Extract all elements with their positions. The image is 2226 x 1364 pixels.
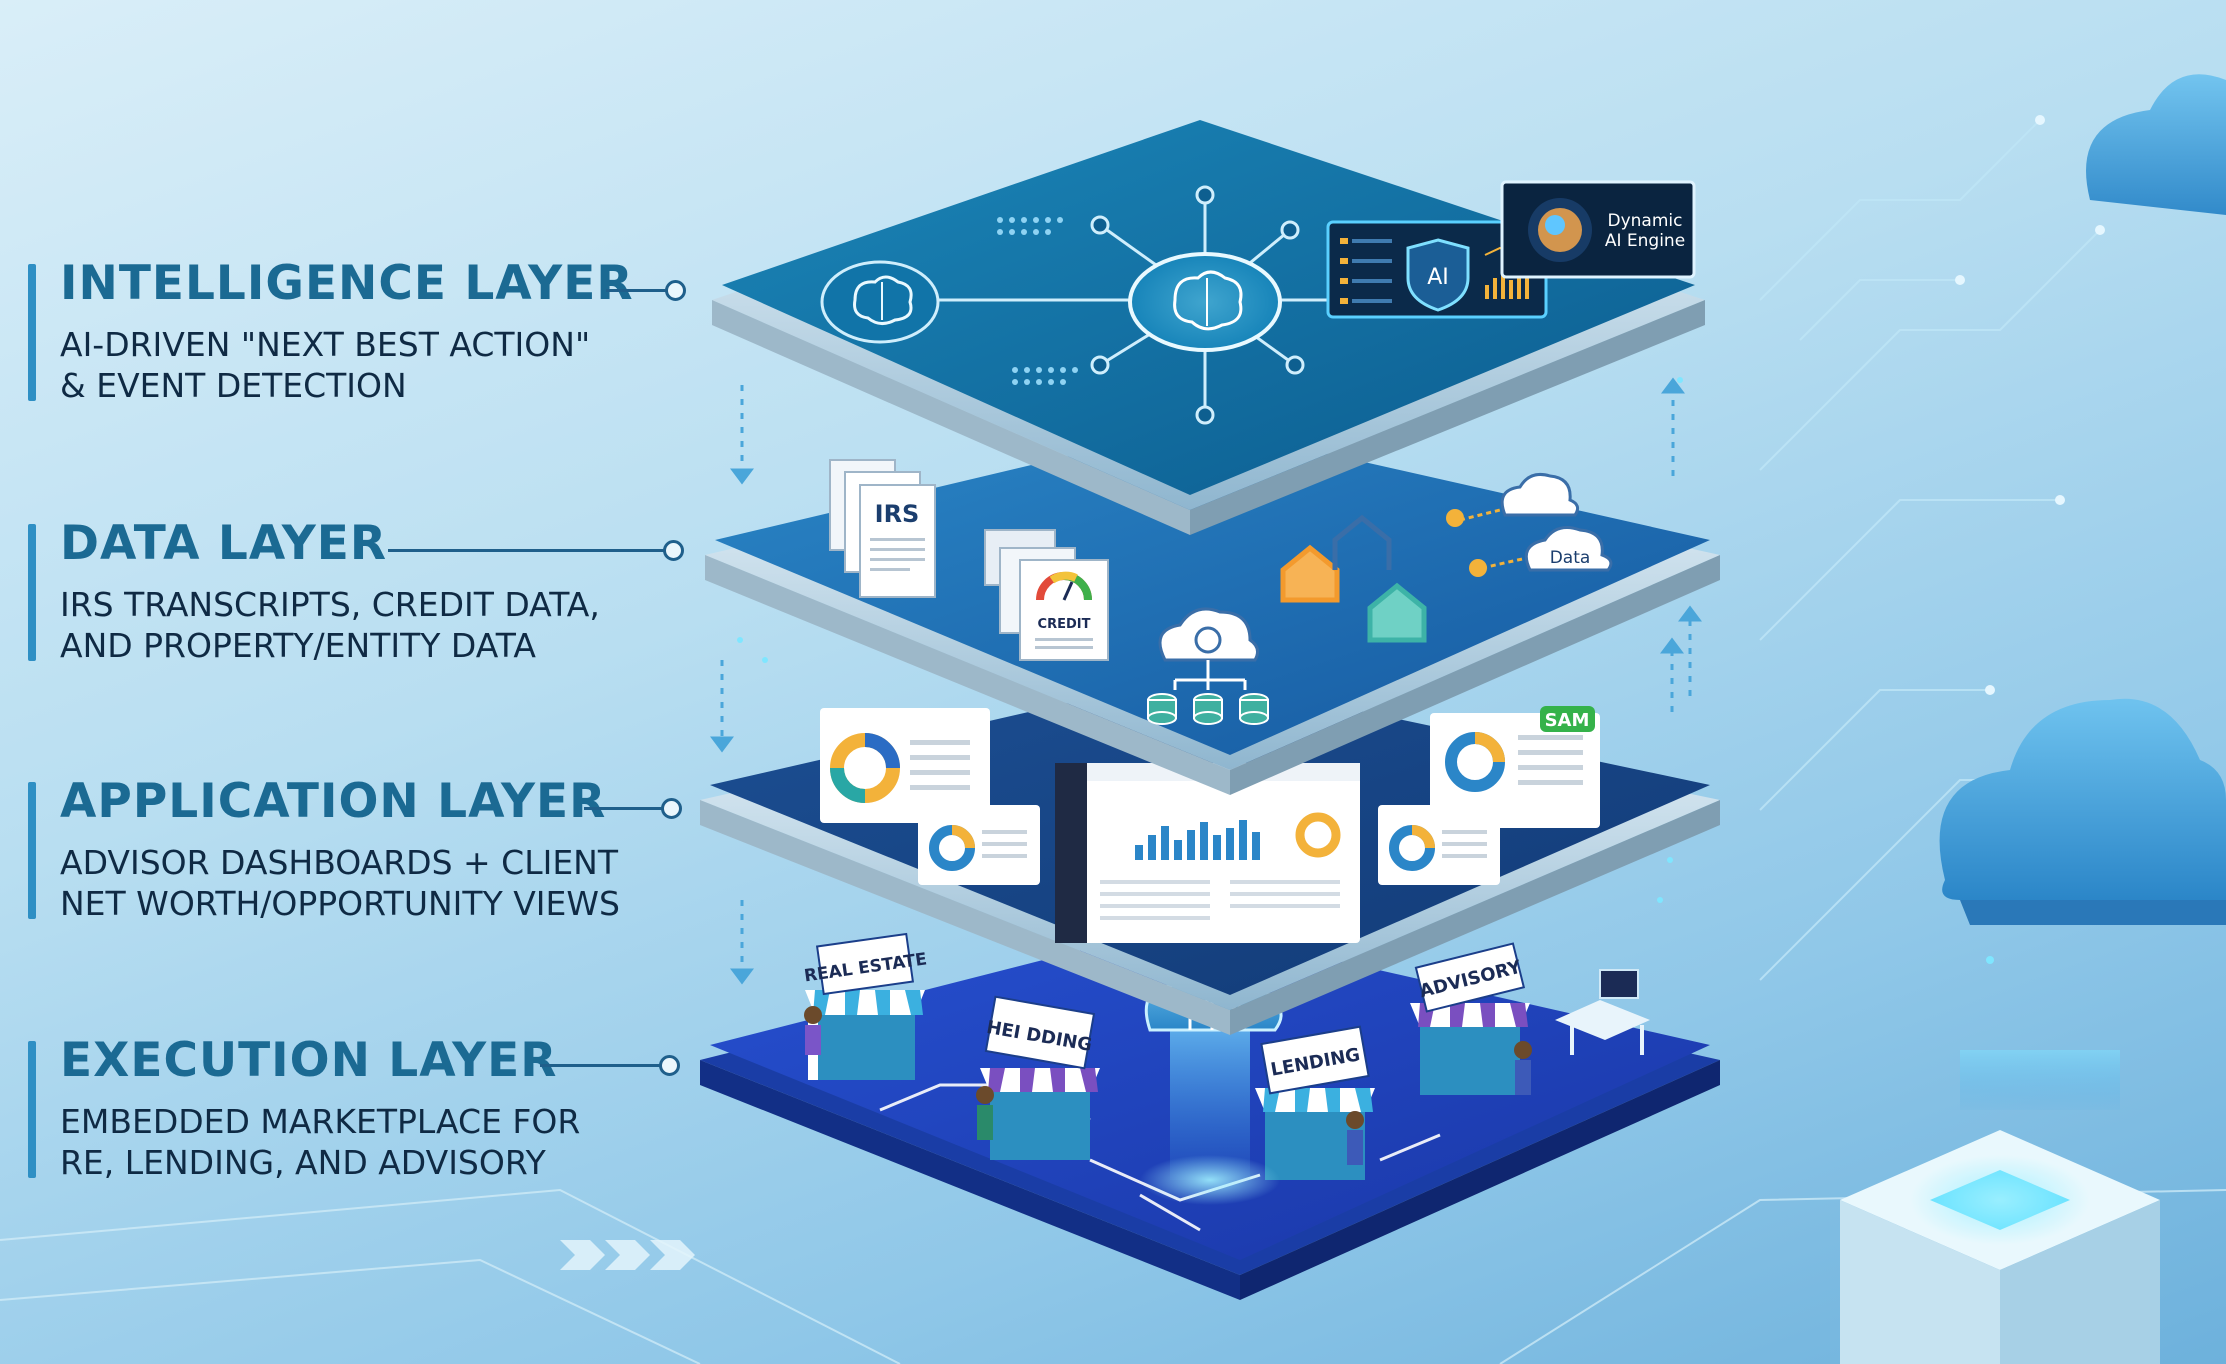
accent-bar bbox=[28, 782, 36, 919]
connector-execution bbox=[540, 1055, 680, 1076]
properties-icon bbox=[1280, 514, 1427, 643]
layer-desc-line2: & EVENT DETECTION bbox=[60, 366, 407, 406]
flow-arrows-left bbox=[710, 385, 754, 985]
connector-intelligence bbox=[606, 280, 686, 301]
layer-desc-line1: IRS TRANSCRIPTS, CREDIT DATA, bbox=[60, 584, 600, 624]
stall-lending: LENDING bbox=[1255, 1025, 1375, 1180]
circuit-lines bbox=[1759, 119, 2101, 981]
dashboard-main-window bbox=[1055, 763, 1360, 943]
engine-line1: Dynamic bbox=[1608, 211, 1683, 231]
data-platform: IRS CREDIT Data bbox=[705, 425, 1720, 795]
sparkle-dots bbox=[737, 377, 1994, 964]
dynamic-ai-engine-panel: Dynamic AI Engine bbox=[1500, 180, 1696, 279]
accent-bar bbox=[28, 264, 36, 401]
layer-desc-line2: RE, LENDING, AND ADVISORY bbox=[60, 1143, 546, 1183]
label-intelligence-layer: INTELLIGENCE LAYER AI-DRIVEN "NEXT BEST … bbox=[28, 258, 634, 407]
irs-document-icon: IRS bbox=[829, 459, 936, 598]
engine-line2: AI Engine bbox=[1605, 231, 1685, 251]
layer-desc-line2: NET WORTH/OPPORTUNITY VIEWS bbox=[60, 884, 620, 924]
layer-title: DATA LAYER bbox=[60, 516, 388, 571]
brain-icon-left bbox=[820, 260, 940, 344]
layer-desc-line1: AI-DRIVEN "NEXT BEST ACTION" bbox=[60, 324, 591, 364]
stall-holding: HEI DDING bbox=[976, 995, 1100, 1160]
glowing-cube-icon bbox=[1840, 1050, 2160, 1364]
cloud-icon-right-mid bbox=[1939, 698, 2226, 925]
application-platform: SAM bbox=[700, 675, 1720, 1035]
layer-desc-line2: AND PROPERTY/ENTITY DATA bbox=[60, 626, 536, 666]
stall-advisory: ADVISORY bbox=[1410, 942, 1532, 1095]
execution-platform: REAL ESTATE HEI DDING LENDING bbox=[700, 925, 1720, 1300]
brain-icon-center bbox=[1125, 250, 1285, 354]
label-execution-layer: EXECUTION LAYER EMBEDDED MARKETPLACE FOR… bbox=[28, 1035, 580, 1184]
dot-grid bbox=[997, 217, 1078, 385]
layer-desc-line1: ADVISOR DASHBOARDS + CLIENT bbox=[60, 842, 619, 882]
layer-title: INTELLIGENCE LAYER bbox=[60, 256, 634, 311]
layer-title: APPLICATION LAYER bbox=[60, 774, 607, 829]
label-data-layer: DATA LAYER IRS TRANSCRIPTS, CREDIT DATA,… bbox=[28, 518, 600, 667]
dashboard-card-right-bottom bbox=[1378, 805, 1500, 885]
layer-desc-line1: EMBEDDED MARKETPLACE FOR bbox=[60, 1101, 581, 1141]
dashboard-card-left-top bbox=[820, 708, 990, 823]
cloud-database-icon bbox=[1147, 607, 1269, 725]
credit-label: CREDIT bbox=[1038, 617, 1091, 632]
advisor-desk-icon bbox=[1555, 969, 1650, 1055]
data-label: Data bbox=[1550, 548, 1591, 568]
cloud-icon-right-top bbox=[2086, 74, 2226, 216]
connector-data bbox=[388, 540, 684, 561]
stall-real-estate: REAL ESTATE bbox=[803, 932, 928, 1080]
accent-bar bbox=[28, 1041, 36, 1178]
dashboard-card-left-bottom bbox=[918, 805, 1040, 885]
dashboard-card-right-top: SAM bbox=[1430, 706, 1600, 828]
intelligence-platform: AI Dynamic AI Engine bbox=[712, 120, 1705, 535]
data-cloud-icon: Data bbox=[1446, 472, 1613, 577]
ai-badge: AI bbox=[1427, 265, 1449, 290]
flow-arrows-right bbox=[1660, 377, 1702, 720]
label-application-layer: APPLICATION LAYER ADVISOR DASHBOARDS + C… bbox=[28, 776, 620, 925]
node-dots bbox=[1090, 185, 1305, 425]
circuit-dots bbox=[1955, 115, 2105, 785]
irs-label: IRS bbox=[875, 500, 920, 528]
layer-title: EXECUTION LAYER bbox=[60, 1033, 558, 1088]
accent-bar bbox=[28, 524, 36, 661]
sam-badge: SAM bbox=[1545, 710, 1590, 731]
chevron-arrows-icon bbox=[560, 1240, 695, 1270]
credit-report-icon: CREDIT bbox=[984, 529, 1109, 661]
connector-application bbox=[584, 798, 682, 819]
